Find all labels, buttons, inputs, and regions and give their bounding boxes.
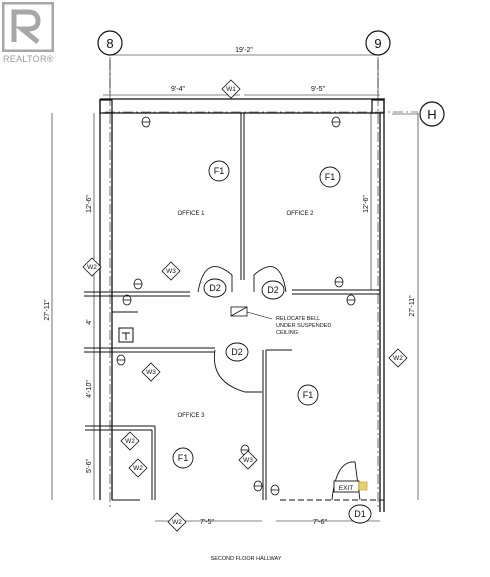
finish-tag-f1: F1	[178, 453, 189, 463]
room-office-2: OFFICE 2	[286, 211, 314, 217]
dim-corridor: 4'	[86, 319, 93, 324]
note-line-1: RELOCATE BELL	[276, 316, 320, 322]
dim-left-height: 27'-11"	[44, 299, 51, 321]
dim-office3-lower: 5'-6"	[86, 459, 93, 473]
wall-tag-w2: W2	[172, 519, 182, 526]
dim-right-upper: 9'-5"	[311, 86, 325, 93]
wall-tag-w2: W2	[393, 355, 403, 362]
realtor-logo: REALTOR®	[2, 2, 58, 66]
room-office-1: OFFICE 1	[177, 211, 205, 217]
finish-tag-f1: F1	[303, 390, 314, 400]
grid-bubble-8	[97, 30, 123, 56]
wall-tag-w2: W2	[125, 438, 135, 445]
grid-label-h: H	[427, 107, 436, 122]
dim-left-upper: 9'-4"	[171, 86, 185, 93]
dim-bottom-left: 7'-5"	[200, 519, 214, 526]
wall-tag-w2: W2	[133, 465, 143, 472]
dim-right-height: 27'-11"	[409, 295, 416, 317]
finish-tag-f1: F1	[214, 166, 225, 176]
realtor-logo-mark	[2, 2, 54, 52]
note-line-3: CEILING	[276, 330, 298, 336]
wall-tag-w3: W3	[243, 457, 253, 464]
door-tag-d2: D2	[267, 285, 279, 295]
note-line-2: UNDER SUSPENDED	[276, 323, 331, 329]
dim-office-depth-right: 12'-6"	[363, 195, 370, 213]
grid-label-9: 9	[374, 36, 381, 51]
wall-tag-w2: W2	[87, 264, 97, 271]
wall-tag-w3: W3	[146, 369, 156, 376]
grid-label-8: 8	[106, 36, 113, 51]
wall-tag-w3: W3	[166, 268, 176, 275]
hallway-label: SECOND FLOOR HALLWAY	[211, 556, 282, 562]
dim-bottom-right: 7'-6"	[313, 519, 327, 526]
door-tag-d1: D1	[354, 509, 366, 519]
wall-tag-w1: W1	[226, 86, 236, 93]
realtor-logo-text: REALTOR®	[3, 54, 54, 64]
exit-sign: EXIT	[339, 485, 353, 492]
grid-bubble-9	[365, 30, 391, 56]
dim-office-depth-left: 12'-6"	[86, 195, 93, 213]
dim-total-width: 19'-2"	[235, 47, 253, 54]
grid-bubble-h	[419, 101, 445, 127]
finish-tag-f1: F1	[325, 172, 336, 182]
door-tag-d2: D2	[209, 283, 221, 293]
dim-office3-upper: 4'-10"	[86, 380, 93, 398]
exit-light-icon	[358, 481, 368, 491]
room-office-3: OFFICE 3	[177, 413, 205, 419]
door-tag-d2: D2	[231, 347, 243, 357]
